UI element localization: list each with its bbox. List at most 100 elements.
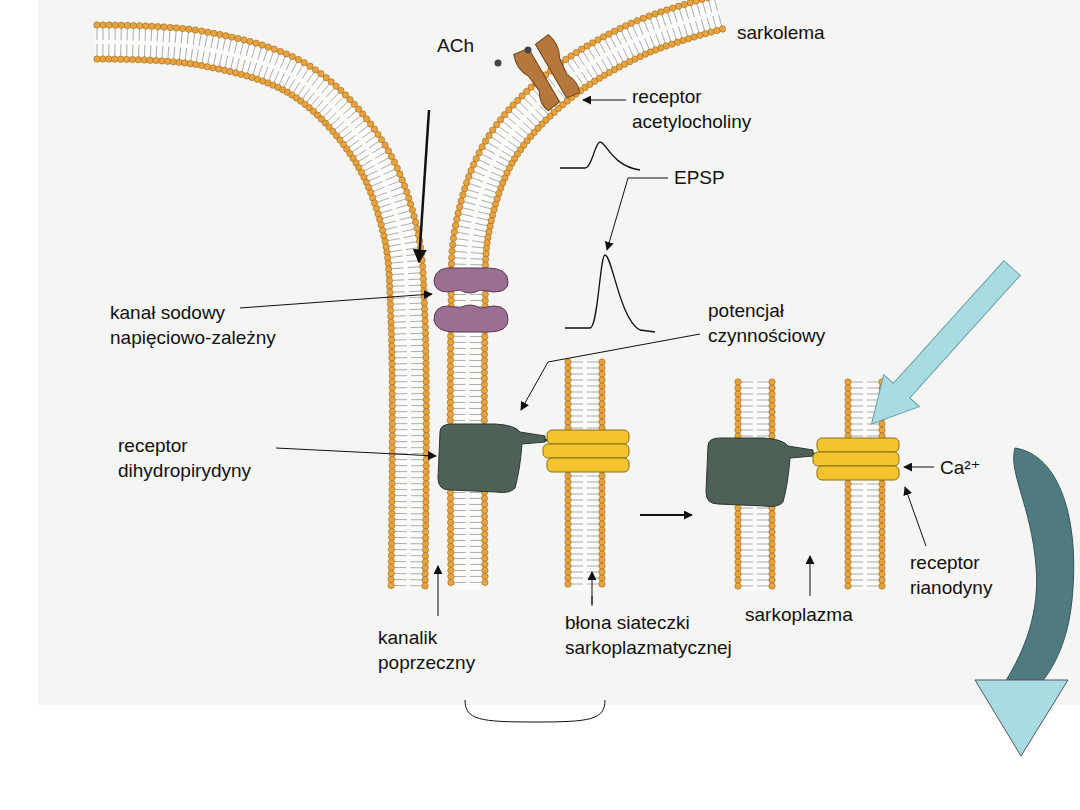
lipid-tail: [248, 61, 251, 73]
lipid-head: [466, 173, 472, 179]
lipid-tail: [587, 578, 599, 579]
lipid-tail: [328, 113, 337, 121]
lipid-tail: [587, 542, 599, 543]
lipid-head: [388, 552, 394, 558]
lipid-tail: [359, 155, 369, 161]
lipid-tail: [258, 65, 262, 76]
lipid-tail: [703, 2, 706, 14]
lipid-tail: [473, 235, 485, 237]
lipid-tail: [741, 514, 753, 515]
part-label: sarkoplazma: [745, 602, 853, 627]
lipid-tail: [393, 285, 405, 287]
lipid-head: [389, 504, 395, 510]
lipid-tail: [454, 300, 466, 301]
lipid-head: [769, 427, 775, 433]
lipid-tail: [411, 417, 423, 418]
lipid-head: [389, 426, 395, 432]
lipid-tail: [395, 543, 407, 544]
lipid-tail: [167, 46, 169, 58]
lipid-tail: [394, 573, 406, 574]
lipid-tail: [411, 375, 423, 376]
part-label: receptor dihydropirydyny: [118, 433, 251, 483]
lipid-tail: [592, 65, 598, 75]
lipid-tail: [393, 193, 404, 197]
lipid-tail: [394, 315, 406, 316]
lipid-tail: [393, 291, 405, 292]
ryanodine-receptor: [547, 430, 629, 444]
lipid-head: [389, 379, 395, 385]
lipid-tail: [757, 406, 769, 407]
leader-line: [904, 467, 934, 468]
lipid-tail: [474, 229, 486, 231]
lipid-tail: [691, 6, 694, 18]
lipid-tail: [453, 378, 465, 379]
part-label: receptor acetylocholiny: [632, 84, 751, 134]
lipid-tail: [455, 251, 467, 253]
lipid-head: [389, 480, 395, 486]
lipid-tail: [454, 558, 466, 559]
lipid-tail: [696, 21, 699, 33]
lipid-tail: [571, 416, 583, 417]
lipid-head: [423, 511, 429, 517]
lipid-tail: [395, 441, 407, 442]
lipid-head: [473, 155, 479, 161]
lipid-head: [845, 499, 851, 505]
lipid-head: [117, 56, 123, 62]
lipid-tail: [851, 502, 863, 503]
lipid-tail: [138, 45, 139, 57]
lipid-tail: [678, 26, 682, 37]
lipid-tail: [587, 554, 599, 555]
lipid-head: [658, 9, 664, 15]
lipid-tail: [411, 423, 423, 424]
lipid-head: [599, 503, 605, 509]
lipid-tail: [411, 405, 423, 406]
lipid-head: [879, 547, 885, 553]
lipid-tail: [454, 336, 466, 337]
lipid-tail: [741, 430, 753, 431]
lipid-tail: [602, 59, 608, 69]
lipid-tail: [571, 530, 583, 531]
lipid-tail: [571, 506, 583, 507]
lipid-head: [769, 571, 775, 577]
lipid-tail: [454, 582, 466, 583]
lipid-tail: [356, 150, 366, 157]
lipid-tail: [303, 89, 310, 99]
lipid-head: [447, 357, 453, 363]
lipid-tail: [851, 430, 863, 431]
lipid-tail: [395, 363, 407, 364]
lipid-head: [735, 421, 741, 427]
lipid-tail: [587, 494, 599, 495]
lipid-head: [448, 567, 454, 573]
lipid-tail: [491, 172, 502, 177]
lipid-head: [388, 576, 394, 582]
lipid-tail: [410, 327, 422, 328]
lipid-tail: [386, 175, 397, 180]
lipid-tail: [470, 516, 482, 517]
lipid-tail: [453, 384, 465, 385]
lipid-head: [769, 385, 775, 391]
lipid-head: [422, 565, 428, 571]
lipid-head: [482, 561, 488, 567]
lipid-tail: [381, 210, 392, 213]
lipid-tail: [151, 29, 153, 41]
lipid-head: [669, 5, 675, 11]
lipid-tail: [453, 492, 465, 493]
lipid-tail: [867, 568, 879, 569]
lipid-tail: [867, 556, 879, 557]
lipid-tail: [587, 500, 599, 501]
lipid-tail: [286, 59, 291, 70]
lipid-tail: [208, 52, 210, 64]
curved-arrow-head: [975, 680, 1068, 756]
lipid-tail: [470, 564, 482, 565]
leader-line: [810, 556, 811, 596]
leader-line: [583, 100, 626, 101]
lipid-head: [482, 543, 488, 549]
lipid-head: [456, 204, 462, 210]
ryanodine-receptor: [813, 452, 899, 466]
lipid-head: [448, 297, 454, 303]
lipid-tail: [741, 562, 753, 563]
lipid-tail: [571, 404, 583, 405]
lipid-tail: [757, 544, 769, 545]
lipid-tail: [520, 103, 529, 111]
lipid-tail: [331, 93, 339, 102]
